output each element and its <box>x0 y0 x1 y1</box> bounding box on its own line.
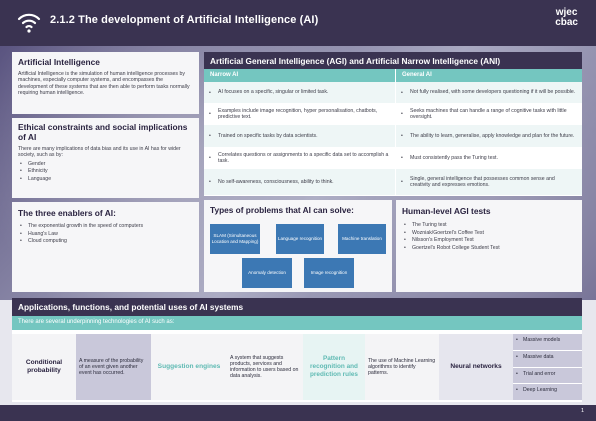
enablers-heading: The three enablers of AI: <box>18 208 116 218</box>
list-item: Wozniak/Goertzel's Coffee Test <box>402 230 576 238</box>
ai-definition-card: Artificial Intelligence Artificial Intel… <box>12 52 199 114</box>
applications-title: Applications, functions, and potential u… <box>12 298 582 316</box>
problems-heading: Types of problems that AI can solve: <box>210 205 354 215</box>
table-row: AI focuses on a specific, singular or li… <box>204 82 582 103</box>
narrow-cell: AI focuses on a specific, singular or li… <box>204 82 395 103</box>
ethics-heading: Ethical constraints and social implicati… <box>18 122 188 142</box>
list-item: Cloud computing <box>18 238 193 246</box>
chip-image-recognition: Image recognition <box>304 258 354 288</box>
tech-desc-pattern-recognition: The use of Machine Learning algorithms t… <box>365 334 439 400</box>
logo-line1: wjec <box>555 7 578 18</box>
narrow-cell: Trained on specific tasks by data scient… <box>204 125 395 147</box>
tech-name-conditional-probability: Conditional probability <box>12 334 76 400</box>
wifi-icon <box>17 13 41 33</box>
enablers-list: The exponential growth in the speed of c… <box>18 223 193 246</box>
ethics-list: Gender Ethnicity Language <box>18 161 193 184</box>
list-item: •Trial and error <box>513 368 582 385</box>
ethics-card: Ethical constraints and social implicati… <box>12 118 199 198</box>
chip-slam: SLAM (Simultaneous Location and Mapping) <box>210 224 260 254</box>
applications-subtitle: There are several underpinning technolog… <box>12 316 582 330</box>
narrow-cell: Correlates questions or assignments to a… <box>204 147 395 169</box>
human-agi-tests-card: Human-level AGI tests The Turing test Wo… <box>396 200 582 292</box>
wjec-logo: wjec cbac <box>555 8 578 28</box>
table-row: No self-awareness, consciousness, abilit… <box>204 169 582 195</box>
list-item: •Deep Learning <box>516 387 558 394</box>
agi-ani-table: Artificial General Intelligence (AGI) an… <box>204 52 582 196</box>
narrow-ai-header: Narrow AI <box>210 72 239 78</box>
agi-table-title: Artificial General Intelligence (AGI) an… <box>204 52 582 69</box>
list-item: Goertzel's Robot College Student Test <box>402 245 576 253</box>
list-item: •Massive models <box>513 334 582 351</box>
logo-line2: cbac <box>555 17 578 28</box>
agi-table-header: Narrow AI General AI <box>204 69 582 82</box>
list-item: The exponential growth in the speed of c… <box>18 223 193 231</box>
neural-networks-list: •Massive models •Massive data •Trial and… <box>513 334 582 400</box>
human-agi-list: The Turing test Wozniak/Goertzel's Coffe… <box>402 222 576 252</box>
table-row: Correlates questions or assignments to a… <box>204 147 582 169</box>
list-item: Language <box>18 176 193 184</box>
problem-types-card: Types of problems that AI can solve: SLA… <box>204 200 392 292</box>
list-item: Ethnicity <box>18 168 193 176</box>
general-cell: Must consistently pass the Turing test. <box>395 147 582 169</box>
enablers-card: The three enablers of AI: The exponentia… <box>12 202 199 292</box>
ai-heading: Artificial Intelligence <box>18 57 100 67</box>
tech-desc-suggestion-engines: A system that suggests products, service… <box>227 334 303 400</box>
tech-name-suggestion-engines: Suggestion engines <box>151 334 227 400</box>
page-number: 1 <box>580 408 584 414</box>
page-title: 2.1.2 The development of Artificial Inte… <box>50 14 319 26</box>
list-item: The Turing test <box>402 222 576 230</box>
technologies-row: Conditional probability A measure of the… <box>12 334 582 400</box>
narrow-cell: No self-awareness, consciousness, abilit… <box>204 169 395 195</box>
narrow-cell: Examples include image recognition, hype… <box>204 103 395 125</box>
chip-machine-translation: Machine translation <box>338 224 386 254</box>
agi-table-body: AI focuses on a specific, singular or li… <box>204 82 582 195</box>
ethics-body: There are many implications of data bias… <box>18 146 181 159</box>
table-row: Trained on specific tasks by data scient… <box>204 125 582 147</box>
list-item: Nilsson's Employment Test <box>402 237 576 245</box>
general-cell: Seeks machines that can handle a range o… <box>395 103 582 125</box>
human-agi-heading: Human-level AGI tests <box>402 206 491 216</box>
chip-language-recognition: Language recognition <box>276 224 324 254</box>
list-item: Gender <box>18 161 193 169</box>
applications-section: Applications, functions, and potential u… <box>12 298 582 402</box>
tech-name-neural-networks: Neural networks <box>439 334 513 400</box>
list-item: Huang's Law <box>18 231 193 239</box>
footer-band: 1 <box>0 405 596 421</box>
table-row: Examples include image recognition, hype… <box>204 103 582 125</box>
header-band <box>0 0 596 46</box>
general-ai-header: General AI <box>395 69 582 82</box>
tech-name-pattern-recognition: Pattern recognition and prediction rules <box>303 334 365 400</box>
general-cell: The ability to learn, generalise, apply … <box>395 125 582 147</box>
list-item: •Massive data <box>513 351 582 368</box>
chip-anomaly-detection: Anomaly detection <box>242 258 292 288</box>
general-cell: Single, general intelligence that posses… <box>395 169 582 195</box>
ai-body: Artificial Intelligence is the simulatio… <box>18 71 190 96</box>
tech-desc-conditional-probability: A measure of the probability of an event… <box>76 334 151 400</box>
general-cell: Not fully realised, with some developers… <box>395 82 582 103</box>
